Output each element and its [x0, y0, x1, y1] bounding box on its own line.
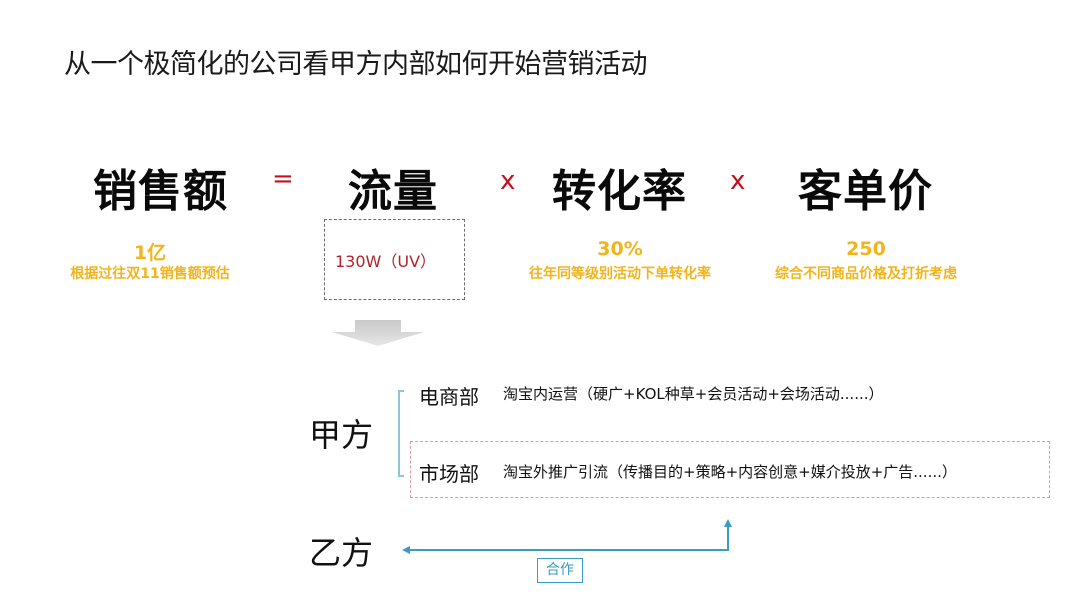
multiply-operator-2: x: [730, 166, 746, 196]
term-conversion: 转化率: [552, 166, 687, 217]
down-arrow-icon: [332, 320, 424, 346]
traffic-value: 130W（UV）: [335, 252, 437, 271]
cooperation-arrow-icon: [402, 519, 732, 554]
aov-note: 综合不同商品价格及打折考虑: [775, 266, 957, 282]
term-traffic: 流量: [348, 166, 438, 217]
bracket-connector: [398, 390, 404, 477]
page-title: 从一个极简化的公司看甲方内部如何开始营销活动: [64, 49, 648, 80]
conversion-note: 往年同等级别活动下单转化率: [529, 266, 711, 282]
dept-ecommerce: 电商部: [419, 385, 479, 409]
party-a-label: 甲方: [309, 416, 374, 454]
term-sales: 销售额: [93, 166, 228, 217]
marketing-dept-highlight: [410, 441, 1050, 498]
aov-value: 250: [846, 238, 886, 260]
traffic-value-box: 130W（UV）: [324, 219, 465, 300]
cooperation-label: 合作: [537, 558, 583, 583]
sales-note: 根据过往双11销售额预估: [70, 266, 230, 282]
conversion-value: 30%: [597, 238, 643, 260]
sales-value: 1亿: [133, 242, 167, 264]
dept-marketing: 市场部: [419, 462, 479, 486]
dept-marketing-desc: 淘宝外推广引流（传播目的+策略+内容创意+媒介投放+广告......）: [503, 463, 957, 481]
equals-operator: =: [272, 164, 294, 194]
multiply-operator-1: x: [500, 166, 516, 196]
party-b-label: 乙方: [309, 534, 374, 572]
term-aov: 客单价: [798, 166, 933, 217]
dept-ecommerce-desc: 淘宝内运营（硬广+KOL种草+会员活动+会场活动......）: [503, 385, 884, 403]
